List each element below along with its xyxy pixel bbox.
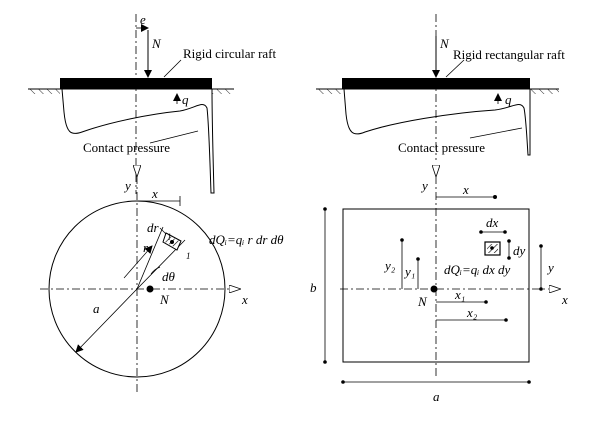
ray-1 <box>136 226 164 290</box>
dy-label: dy <box>513 243 526 258</box>
raft-label-r: Rigid rectangular raft <box>453 47 565 62</box>
raft-label: Rigid circular raft <box>183 46 277 61</box>
pressure-label: Contact pressure <box>83 140 170 155</box>
y-dimension-end-top <box>539 244 543 248</box>
r-dimension <box>123 245 153 279</box>
dy-end-top <box>507 239 511 243</box>
x-axis-label-r: x <box>561 292 568 307</box>
dtheta-label: dθ <box>162 269 176 284</box>
load-point-label: N <box>159 292 170 307</box>
r-label: r <box>143 240 149 255</box>
left-elevation: e N q Rigid circular raft Contact pressu… <box>28 12 277 194</box>
element-load-formula: dQᵢ=qᵢ r dr dθ <box>209 232 284 247</box>
soil-hatch-right <box>212 89 234 94</box>
x2-label: x₂ <box>466 305 478 320</box>
x2-end <box>504 318 508 322</box>
pressure-symbol: q <box>182 92 189 107</box>
soil-hatch-left <box>28 89 60 94</box>
dtheta-arc <box>150 266 161 275</box>
dr-label: dr <box>147 220 160 235</box>
x-axis-label: x <box>241 292 248 307</box>
x1-end <box>484 300 488 304</box>
pressure-symbol-r: q <box>505 92 512 107</box>
raft-leader <box>163 59 182 78</box>
pressure-leader-r <box>469 127 523 139</box>
load-point-label-r: N <box>417 294 428 309</box>
width-end-left <box>341 380 345 384</box>
dx-label: dx <box>486 215 499 230</box>
raft-leader-r <box>445 59 465 78</box>
contact-pressure-curve-r <box>343 88 531 156</box>
contact-pressure-curve <box>61 88 215 194</box>
radius-line <box>75 288 138 353</box>
element-center <box>170 240 174 244</box>
height-end-bottom <box>323 360 327 364</box>
width-label: a <box>433 389 440 404</box>
height-end-top <box>323 207 327 211</box>
y1-label: y₁ <box>403 264 415 279</box>
pressure-label-r: Contact pressure <box>398 140 485 155</box>
soil-hatch-right-r <box>530 89 559 94</box>
dy-end-bottom <box>507 256 511 260</box>
load-label-r: N <box>439 36 450 51</box>
x-dimension-label-r: x <box>462 182 469 197</box>
dx-end-right <box>503 230 507 234</box>
dr-leader <box>159 227 167 235</box>
area-element-center <box>490 246 494 250</box>
rectangular-plan: y x x dx dy y y₂ y₁ N dQ <box>310 176 568 404</box>
height-label: b <box>310 280 317 295</box>
x1-label: x₁ <box>454 287 465 302</box>
x-dimension-end <box>493 195 497 199</box>
y-axis-label: y <box>123 178 131 193</box>
load-label: N <box>151 36 162 51</box>
element-ray-label: 1 <box>186 251 191 261</box>
y-dimension-end-bottom <box>539 287 543 291</box>
y-axis-label-r: y <box>420 178 428 193</box>
right-elevation: N q Rigid rectangular raft Contact press… <box>316 14 565 160</box>
radius-label: a <box>93 301 100 316</box>
y-dimension-label-r: y <box>546 260 554 275</box>
width-end-right <box>527 380 531 384</box>
x-dimension-label: x <box>151 186 158 201</box>
pressure-leader <box>149 130 199 144</box>
soil-hatch-left-r <box>316 89 342 94</box>
circular-plan: y x x a i 1 r dr dθ N dQᵢ=qᵢ r dr dθ <box>40 176 284 395</box>
y1-end-top <box>416 257 420 261</box>
load-point-r <box>430 285 438 293</box>
y2-end-top <box>400 238 404 242</box>
element-load-formula-r: dQᵢ=qᵢ dx dy <box>444 262 511 277</box>
dx-end-left <box>479 230 483 234</box>
eccentricity-label: e <box>140 12 146 27</box>
y2-label: y₂ <box>383 258 396 273</box>
load-point <box>146 285 154 293</box>
element-index: i <box>168 232 171 242</box>
